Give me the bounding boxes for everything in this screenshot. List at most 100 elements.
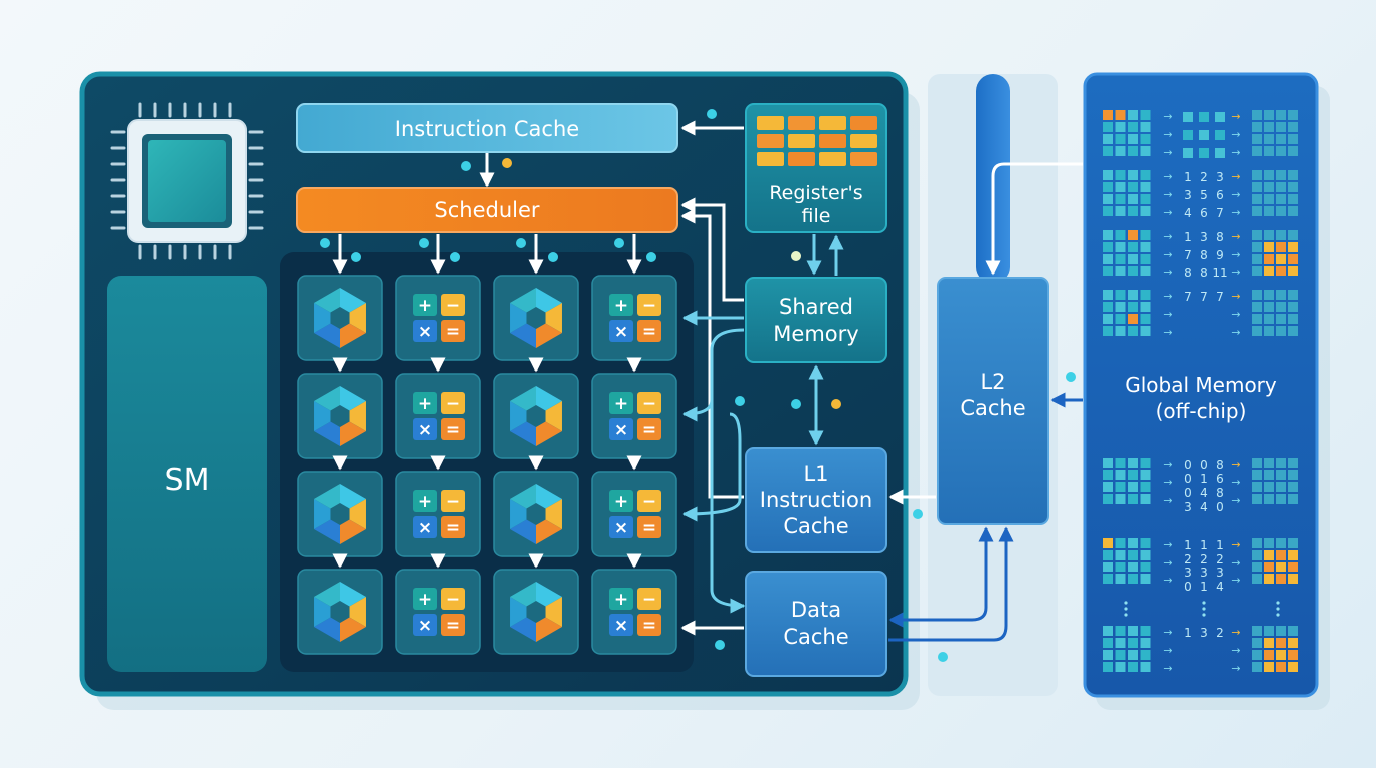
instruction-cache-label: Instruction Cache bbox=[395, 117, 579, 141]
scheduler-label: Scheduler bbox=[434, 198, 539, 222]
svg-text:×: × bbox=[418, 420, 432, 440]
svg-text:=: = bbox=[446, 322, 460, 342]
svg-text:→: → bbox=[1163, 644, 1172, 657]
svg-text:×: × bbox=[614, 616, 628, 636]
dot bbox=[548, 252, 558, 262]
dot bbox=[351, 252, 361, 262]
dot bbox=[461, 161, 471, 171]
memory-value: 2 bbox=[1216, 552, 1224, 566]
alu-operations-icon: +−×= bbox=[413, 588, 465, 636]
memory-value: 3 bbox=[1184, 188, 1192, 202]
svg-text:→: → bbox=[1231, 170, 1240, 183]
memory-value: 1 bbox=[1200, 538, 1208, 552]
hexagon-core-icon bbox=[314, 484, 366, 544]
memory-value: 8 bbox=[1200, 266, 1208, 280]
svg-text:−: − bbox=[446, 296, 460, 316]
hexagon-core-icon bbox=[510, 582, 562, 642]
memory-value: 1 bbox=[1184, 626, 1192, 640]
register-cell bbox=[788, 116, 815, 130]
memory-value: 1 bbox=[1184, 538, 1192, 552]
svg-text:=: = bbox=[642, 420, 656, 440]
svg-text:=: = bbox=[446, 616, 460, 636]
svg-text:+: + bbox=[418, 492, 432, 512]
svg-text:→: → bbox=[1163, 574, 1172, 587]
memory-value: 3 bbox=[1216, 170, 1224, 184]
svg-text:→: → bbox=[1163, 290, 1172, 303]
memory-value: 1 bbox=[1184, 170, 1192, 184]
svg-text:→: → bbox=[1163, 626, 1172, 639]
register-file-label-1: Register's bbox=[769, 182, 862, 204]
scheduler-box bbox=[296, 187, 678, 233]
dot bbox=[715, 640, 725, 650]
l1-instruction-cache-box bbox=[745, 447, 887, 553]
memory-value: 4 bbox=[1200, 500, 1208, 514]
svg-text:−: − bbox=[446, 590, 460, 610]
svg-text:→: → bbox=[1163, 188, 1172, 201]
memory-value: 3 bbox=[1200, 566, 1208, 580]
alu-unit bbox=[591, 471, 677, 557]
svg-text:×: × bbox=[614, 518, 628, 538]
alu-unit bbox=[395, 373, 481, 459]
svg-text:→: → bbox=[1163, 458, 1172, 471]
memory-row: →→→→→→ bbox=[1103, 110, 1298, 159]
memory-value: 7 bbox=[1184, 248, 1192, 262]
dot bbox=[502, 158, 512, 168]
instruction-cache-box bbox=[296, 103, 678, 153]
register-cell bbox=[850, 134, 877, 148]
svg-text:×: × bbox=[614, 420, 628, 440]
shared-to-scheduler-arrow bbox=[680, 197, 744, 302]
alu-operations-icon: +−×= bbox=[609, 588, 661, 636]
svg-text:→: → bbox=[1163, 476, 1172, 489]
data-cache-box bbox=[745, 571, 887, 677]
alu-unit bbox=[591, 569, 677, 655]
svg-text:→: → bbox=[1231, 146, 1240, 159]
svg-text:→: → bbox=[1231, 662, 1240, 675]
dot bbox=[320, 238, 330, 248]
hexagon-core-icon bbox=[510, 288, 562, 348]
svg-text:→: → bbox=[1231, 476, 1240, 489]
l2-data-cache-arrow-2 bbox=[888, 526, 1014, 642]
svg-text:→: → bbox=[1163, 538, 1172, 551]
alu-operations-icon: +−×= bbox=[609, 490, 661, 538]
dot bbox=[614, 238, 624, 248]
svg-text:=: = bbox=[446, 518, 460, 538]
memory-value: 8 bbox=[1200, 248, 1208, 262]
svg-text:→: → bbox=[1231, 110, 1240, 123]
dot bbox=[831, 399, 841, 409]
svg-text:−: − bbox=[446, 492, 460, 512]
svg-text:+: + bbox=[614, 590, 628, 610]
sm-label: SM bbox=[165, 463, 210, 498]
dot bbox=[913, 509, 923, 519]
svg-text:→: → bbox=[1231, 538, 1240, 551]
svg-text:→: → bbox=[1231, 188, 1240, 201]
svg-text:+: + bbox=[418, 296, 432, 316]
l2-data-cache-arrow-1 bbox=[888, 526, 994, 628]
global-memory-label-2: (off-chip) bbox=[1156, 399, 1247, 423]
memory-value: 2 bbox=[1216, 626, 1224, 640]
l2-label-1: L2 bbox=[980, 370, 1005, 394]
chip-icon bbox=[110, 102, 264, 260]
global-memory-label-1: Global Memory bbox=[1125, 373, 1277, 397]
memory-value: 3 bbox=[1200, 230, 1208, 244]
register-cell bbox=[757, 134, 784, 148]
alu-unit bbox=[395, 471, 481, 557]
memory-value: 8 bbox=[1216, 486, 1224, 500]
memory-value: 7 bbox=[1184, 290, 1192, 304]
svg-text:−: − bbox=[642, 394, 656, 414]
svg-text:×: × bbox=[418, 616, 432, 636]
register-cell bbox=[788, 134, 815, 148]
l1-label-1: L1 bbox=[803, 462, 828, 486]
svg-text:×: × bbox=[614, 322, 628, 342]
memory-value: 2 bbox=[1200, 552, 1208, 566]
dot bbox=[1066, 372, 1076, 382]
memory-value: 1 bbox=[1200, 472, 1208, 486]
memory-value: 7 bbox=[1200, 290, 1208, 304]
alu-operations-icon: +−×= bbox=[609, 392, 661, 440]
svg-text:−: − bbox=[642, 590, 656, 610]
memory-value: 3 bbox=[1200, 626, 1208, 640]
register-cell bbox=[819, 152, 846, 166]
memory-value: 0 bbox=[1184, 580, 1192, 594]
alu-operations-icon: +−×= bbox=[413, 294, 465, 342]
